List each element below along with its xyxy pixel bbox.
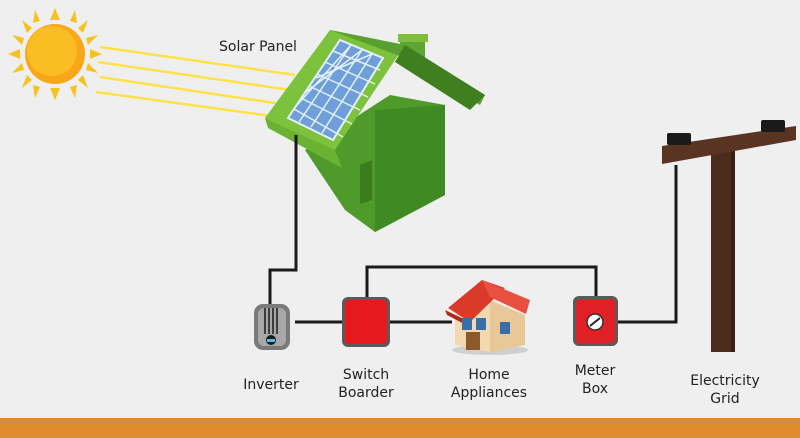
meter-box-icon: [573, 296, 618, 346]
sun-icon: [8, 8, 102, 100]
sun-rays: [95, 45, 296, 120]
switch-boarder-icon: [342, 297, 390, 347]
inverter-label: Inverter: [243, 377, 299, 393]
meter-box-label: Meter Box: [574, 363, 616, 397]
bottom-accent-bar: [0, 418, 800, 438]
inverter-icon: [254, 304, 290, 350]
wires: [268, 135, 678, 324]
home-appliances-icon: [445, 280, 530, 355]
electricity-grid-label: Electricity Grid: [690, 373, 760, 407]
switch-boarder-label: Switch Boarder: [338, 367, 394, 401]
home-appliances-label: Home Appliances: [450, 367, 528, 401]
solar-panel-label: Solar Panel: [219, 39, 297, 55]
electricity-pole-icon: [662, 120, 796, 352]
house-icon: [265, 30, 485, 232]
